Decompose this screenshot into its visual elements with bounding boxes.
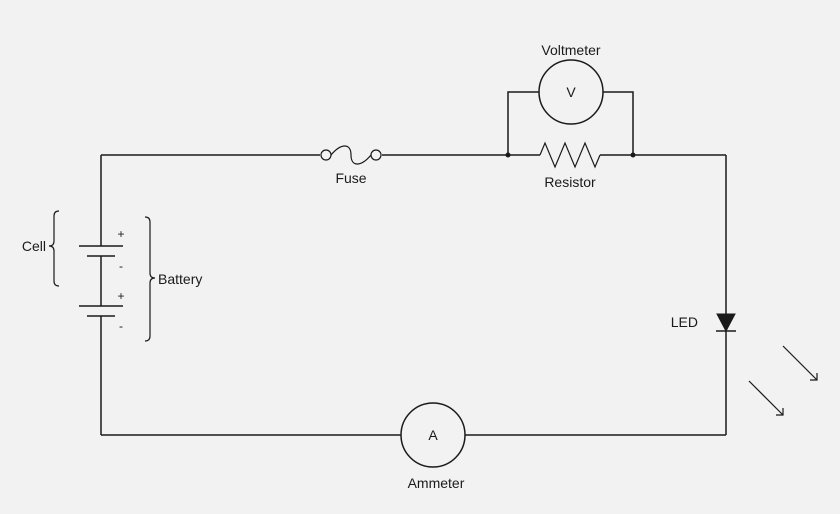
voltmeter-label: Voltmeter xyxy=(541,42,600,58)
led: LED xyxy=(671,313,818,416)
junction-dot xyxy=(505,152,511,158)
resistor-label: Resistor xyxy=(544,174,596,190)
led-label: LED xyxy=(671,314,698,330)
voltmeter: V Voltmeter xyxy=(505,42,636,158)
battery: + - + - Cell Battery xyxy=(22,210,202,342)
circuit-wires xyxy=(100,154,727,436)
battery-brace xyxy=(144,216,156,342)
light-ray xyxy=(748,380,784,416)
fuse-label: Fuse xyxy=(335,170,366,186)
plus-sign: + xyxy=(117,289,124,303)
minus-sign: - xyxy=(119,319,123,333)
cell-lower: + - xyxy=(79,289,125,333)
cell-upper: + - xyxy=(79,227,125,273)
fuse: Fuse xyxy=(320,145,382,186)
junction-dot xyxy=(630,152,636,158)
resistor: Resistor xyxy=(539,141,601,190)
plus-sign: + xyxy=(117,227,124,241)
light-ray xyxy=(782,345,818,381)
battery-label: Battery xyxy=(158,271,202,287)
ammeter-label: Ammeter xyxy=(408,475,465,491)
cell-brace xyxy=(48,210,60,287)
minus-sign: - xyxy=(119,259,123,273)
ammeter: A Ammeter xyxy=(400,402,466,491)
cell-label: Cell xyxy=(22,238,46,254)
voltmeter-symbol: V xyxy=(566,84,576,100)
ammeter-symbol: A xyxy=(428,427,438,443)
